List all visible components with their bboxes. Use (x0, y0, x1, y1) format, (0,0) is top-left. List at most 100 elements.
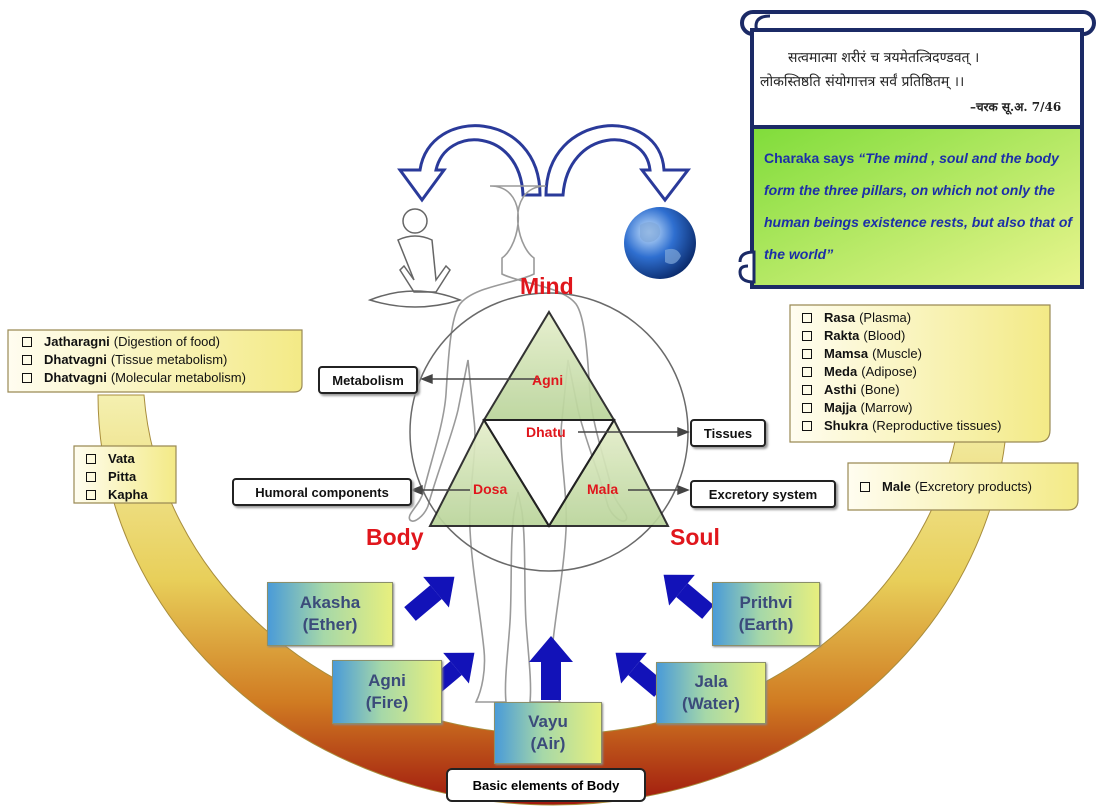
item-desc: (Bone) (860, 382, 900, 397)
charaka-quote: Charaka says “The mind , soul and the bo… (764, 142, 1082, 270)
list-item: Kapha (86, 486, 152, 504)
checkbox-icon (802, 403, 812, 413)
item-name: Rakta (824, 328, 860, 343)
checkbox-icon (802, 331, 812, 341)
list-item: Jatharagni(Digestion of food) (22, 333, 246, 351)
tag-excretory-system: Excretory system (690, 480, 836, 508)
checkbox-icon (860, 482, 870, 492)
tri-agni: Agni (532, 372, 564, 388)
label-body: Body (366, 524, 424, 550)
tri-dosa: Dosa (473, 481, 508, 497)
item-name: Jatharagni (44, 334, 110, 349)
item-name: Male (882, 479, 911, 494)
tag-humoral-components: Humoral components (232, 478, 412, 506)
item-name: Shukra (824, 418, 869, 433)
dhatu-list: Rasa(Plasma) Rakta(Blood) Mamsa(Muscle) … (802, 309, 1001, 435)
list-item: Rakta(Blood) (802, 327, 1001, 345)
item-desc: (Reproductive tissues) (872, 418, 1002, 433)
tri-dhatu: Dhatu (526, 424, 566, 440)
curved-arrows (397, 124, 692, 203)
element-name: Prithvi (739, 593, 793, 612)
dosa-list: Vata Pitta Kapha (86, 450, 152, 504)
item-desc: (Blood) (863, 328, 906, 343)
verse-line-1: सत्वमात्मा शरीरं च त्रयमेतत्त्रिदण्डवत् … (788, 50, 980, 66)
element-akasha: Akasha (Ether) (267, 582, 393, 646)
item-desc: (Plasma) (859, 310, 912, 325)
item-name: Mamsa (824, 346, 869, 361)
element-name: Jala (694, 672, 728, 691)
item-desc: (Muscle) (872, 346, 922, 361)
element-sub: (Air) (530, 734, 566, 753)
human-silhouette (408, 185, 628, 703)
meditation-figure (367, 208, 463, 308)
list-item: Mamsa(Muscle) (802, 345, 1001, 363)
item-name: Vata (108, 451, 135, 466)
tag-metabolism: Metabolism (318, 366, 418, 394)
item-name: Pitta (108, 469, 137, 484)
checkbox-icon (802, 385, 812, 395)
item-desc: (Excretory products) (914, 479, 1032, 494)
element-sub: (Fire) (365, 693, 409, 712)
item-desc: (Adipose) (861, 364, 917, 379)
tri-mala: Mala (587, 481, 619, 497)
element-sub: (Ether) (302, 615, 358, 634)
item-name: Majja (824, 400, 857, 415)
checkbox-icon (802, 367, 812, 377)
item-name: Dhatvagni (44, 352, 107, 367)
list-item: Vata (86, 450, 152, 468)
globe (624, 207, 696, 279)
item-name: Kapha (108, 487, 148, 502)
item-name: Meda (824, 364, 858, 379)
scroll (738, 10, 1096, 289)
connector-arrows (410, 373, 690, 496)
item-name: Rasa (824, 310, 856, 325)
element-prithvi: Prithvi (Earth) (712, 582, 820, 646)
list-item: Asthi(Bone) (802, 381, 1001, 399)
checkbox-icon (22, 355, 32, 365)
item-desc: (Marrow) (860, 400, 913, 415)
checkbox-icon (86, 472, 96, 482)
element-sub: (Earth) (738, 615, 794, 634)
list-item: Meda(Adipose) (802, 363, 1001, 381)
checkbox-icon (22, 337, 32, 347)
mala-list: Male(Excretory products) (860, 478, 1032, 496)
list-item: Dhatvagni(Tissue metabolism) (22, 351, 246, 369)
quote-prefix: Charaka says (764, 150, 859, 166)
label-mind: Mind (520, 273, 574, 299)
checkbox-icon (802, 421, 812, 431)
element-name: Vayu (528, 712, 568, 731)
element-vayu: Vayu (Air) (494, 702, 602, 764)
triangles (428, 310, 670, 528)
element-sub: (Water) (682, 694, 740, 713)
checkbox-icon (22, 373, 32, 383)
quote-text: “The mind , soul and the body form the t… (764, 150, 1073, 262)
checkbox-icon (86, 490, 96, 500)
item-name: Asthi (824, 382, 857, 397)
element-jala: Jala (Water) (656, 662, 766, 724)
checkbox-icon (802, 349, 812, 359)
agni-list: Jatharagni(Digestion of food) Dhatvagni(… (22, 333, 246, 387)
element-agni: Agni (Fire) (332, 660, 442, 724)
list-item: Shukra(Reproductive tissues) (802, 417, 1001, 435)
verse-line-2: लोकस्तिष्ठति संयोगात्तत्र सर्वं प्रतिष्ठ… (760, 74, 965, 90)
basic-elements-label: Basic elements of Body (446, 768, 646, 802)
element-name: Akasha (299, 593, 361, 612)
label-soul: Soul (670, 524, 720, 550)
element-name: Agni (368, 671, 406, 690)
element-arrows (404, 574, 714, 700)
list-item: Dhatvagni(Molecular metabolism) (22, 369, 246, 387)
checkbox-icon (802, 313, 812, 323)
verse-citation: –चरक सू.अ. 7/46 (970, 100, 1062, 114)
checkbox-icon (86, 454, 96, 464)
tag-tissues: Tissues (690, 419, 766, 447)
item-name: Dhatvagni (44, 370, 107, 385)
item-desc: (Molecular metabolism) (110, 370, 246, 385)
list-box-backgrounds (7, 304, 1079, 511)
list-item: Majja(Marrow) (802, 399, 1001, 417)
list-item: Rasa(Plasma) (802, 309, 1001, 327)
item-desc: (Tissue metabolism) (110, 352, 228, 367)
list-item: Male(Excretory products) (860, 478, 1032, 496)
item-desc: (Digestion of food) (113, 334, 220, 349)
list-item: Pitta (86, 468, 152, 486)
